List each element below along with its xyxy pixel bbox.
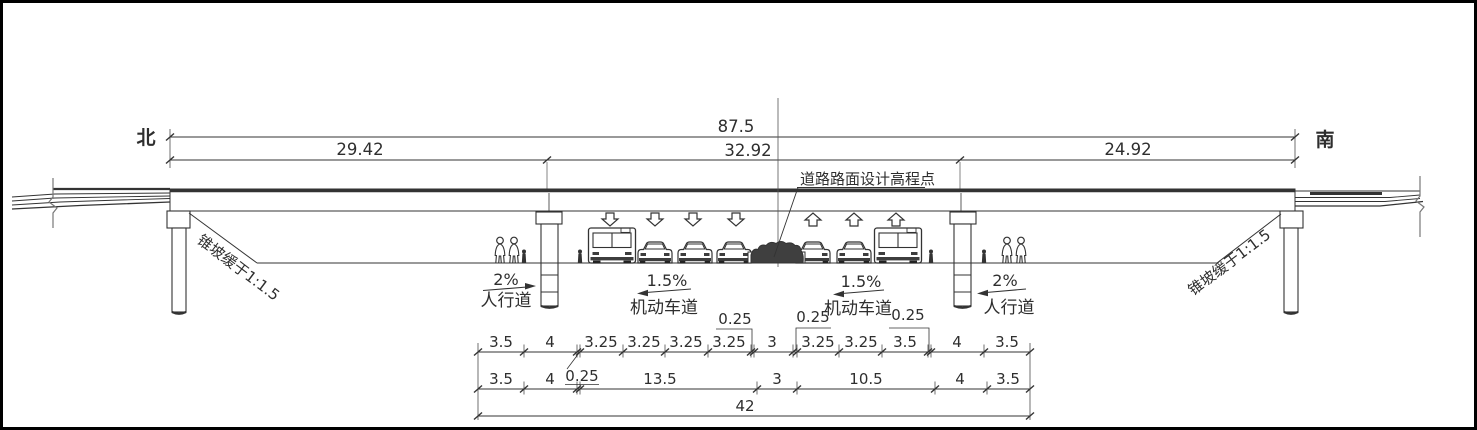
left-cone-slope-line: [188, 212, 258, 264]
right-abutment-pile: [1283, 227, 1299, 313]
right-pier: [949, 211, 977, 309]
leader-line: [773, 187, 799, 258]
right-approach-road: [1295, 176, 1425, 237]
offset-callout: 0.25: [795, 308, 831, 351]
dim-row2-value: 3: [772, 370, 782, 388]
left-pier: [535, 211, 563, 309]
dim-row2-value: 3.5: [996, 370, 1020, 388]
dim-row1-value: 3.25: [844, 333, 877, 351]
slope-arrow-icon: [977, 289, 988, 297]
dim-row1-value: 3: [767, 333, 777, 351]
bus-icon: [873, 227, 923, 264]
right-cone-slope-line: [1216, 213, 1282, 264]
median-hedge-icon: [750, 241, 804, 264]
top-dimension-lines: 87.5 29.42 32.92 24.92 北 南: [136, 117, 1335, 189]
dim-row1-value: 3.25: [627, 333, 660, 351]
curb-post-icon: [928, 249, 934, 263]
dim-row1-value: 3.25: [801, 333, 834, 351]
bus-icon: [587, 227, 637, 264]
slope-arrow-icon: [637, 289, 648, 297]
dim-offset-value: 0.25: [796, 308, 829, 326]
left-carriageway-slope: 1.5%: [647, 271, 688, 290]
dim-row2-value: 10.5: [849, 370, 882, 388]
dim-total-roadway: 42: [735, 397, 754, 415]
curb-post-icon: [521, 249, 527, 263]
curb-post-icon: [577, 249, 583, 263]
left-sidewalk-label: 人行道: [481, 291, 532, 311]
dim-row1-value: 3.5: [995, 333, 1019, 351]
dim-row1-value: 3.25: [712, 333, 745, 351]
left-abutment: [166, 210, 191, 315]
right-abutment: [1279, 210, 1304, 315]
dim-span-mid: 32.92: [724, 141, 771, 160]
right-carriageway-label: 机动车道: [824, 299, 892, 319]
left-carriageway-label: 机动车道: [630, 298, 698, 318]
bridge-deck: [169, 188, 1296, 212]
dim-span-left: 29.42: [336, 140, 383, 159]
bottom-dimension-lines: 3.5 4 3.25 3.25 3.25 3.25 3 3.25 3.25 3.…: [473, 306, 1035, 421]
dim-row1-value: 3.5: [893, 333, 917, 351]
right-carriageway-slope: 1.5%: [841, 272, 882, 291]
elevation-point-label: 道路路面设计高程点: [800, 170, 935, 188]
dim-row2-value: 3.5: [489, 370, 513, 388]
median-barrier: [747, 241, 806, 264]
dim-row1-value: 4: [952, 333, 962, 351]
dim-row2-value: 4: [955, 370, 965, 388]
break-line-left: [48, 178, 58, 228]
dim-row1-value: 4: [545, 333, 555, 351]
dim-offset-value: 0.25: [891, 306, 924, 324]
dim-row1-value: 3.25: [584, 333, 617, 351]
elevation-point-callout: 道路路面设计高程点: [773, 170, 935, 258]
dim-row1-value: 3.5: [489, 333, 513, 351]
dim-offset-value: 0.25: [718, 310, 751, 328]
right-sidewalk-label: 人行道: [984, 298, 1035, 318]
dim-total-width: 87.5: [718, 117, 755, 136]
offset-callout: 0.25: [889, 306, 930, 351]
dim-span-right: 24.92: [1104, 140, 1151, 159]
left-abutment-pile: [171, 227, 187, 313]
break-line-right: [1415, 176, 1425, 237]
right-sidewalk-slope: 2%: [992, 271, 1017, 290]
road-labels: 2% 人行道 1.5% 机动车道 1.5% 机动车道 2% 人行道: [481, 270, 1035, 319]
compass-north-label: 北: [136, 127, 155, 149]
offset-callout: 0.25: [716, 310, 753, 351]
slope-arrow-icon: [525, 283, 536, 290]
left-approach-road: [11, 178, 171, 228]
dim-offset-value: 0.25: [565, 367, 598, 385]
offset-callout: 0.25: [565, 352, 599, 385]
left-sidewalk-slope: 2%: [493, 270, 518, 289]
dim-row2-value: 4: [545, 370, 555, 388]
compass-south-label: 南: [1315, 129, 1334, 151]
slope-arrow-icon: [833, 290, 844, 298]
dim-row1-value: 3.25: [669, 333, 702, 351]
dim-row2-value: 13.5: [643, 370, 676, 388]
curb-post-icon: [981, 249, 987, 263]
